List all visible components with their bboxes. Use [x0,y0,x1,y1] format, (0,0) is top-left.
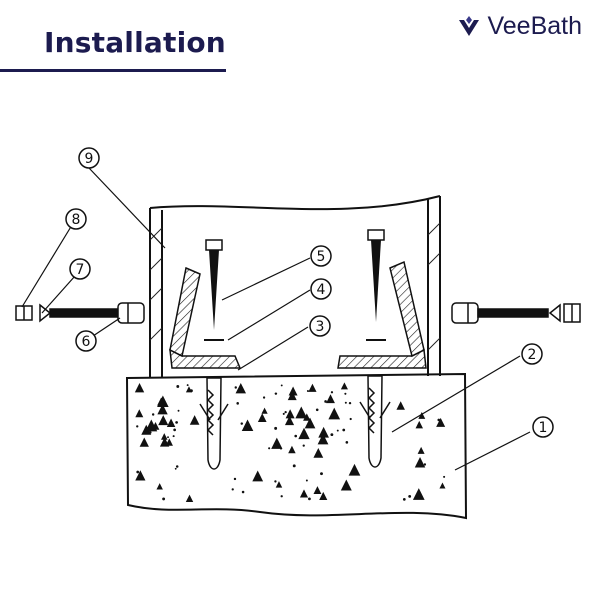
chevron-diamond-logo-icon [459,15,480,36]
callout-9: 9 [78,147,100,169]
concrete-floor [125,372,468,520]
callout-label: 6 [82,334,91,350]
right-vertical-screw [366,229,386,341]
callout-5: 5 [310,245,332,267]
leader-lines [21,167,531,471]
callout-markers: 1 2 3 4 5 6 7 8 9 [65,147,554,438]
callout-1: 1 [532,416,554,438]
callout-4: 4 [310,278,332,300]
concrete-speckles [134,382,446,503]
bath-panel [149,195,441,378]
left-vertical-screw [204,239,224,341]
brand-name: VeeBath [487,12,582,40]
page-title: Installation [44,26,226,59]
callout-label: 9 [85,151,94,167]
right-bracket [337,260,427,369]
callout-8: 8 [65,208,87,230]
callout-2: 2 [521,343,543,365]
callout-label: 1 [539,420,548,436]
left-bracket [169,266,242,369]
callout-label: 4 [317,282,326,298]
panel-wall-hatching [149,222,441,351]
right-adjusting-bolt [451,302,581,324]
left-wall-plug [199,377,229,470]
callout-3: 3 [309,315,331,337]
callout-label: 2 [528,347,537,363]
brand-logo: VeeBath [457,12,582,41]
callout-label: 8 [72,212,81,228]
right-wall-plug [359,375,391,468]
callout-label: 7 [76,262,85,278]
callout-label: 3 [316,319,325,335]
callout-6: 6 [75,330,97,352]
left-adjusting-bolt [15,302,145,324]
callout-7: 7 [69,258,91,280]
title-underline [0,69,226,72]
callout-label: 5 [317,249,326,265]
